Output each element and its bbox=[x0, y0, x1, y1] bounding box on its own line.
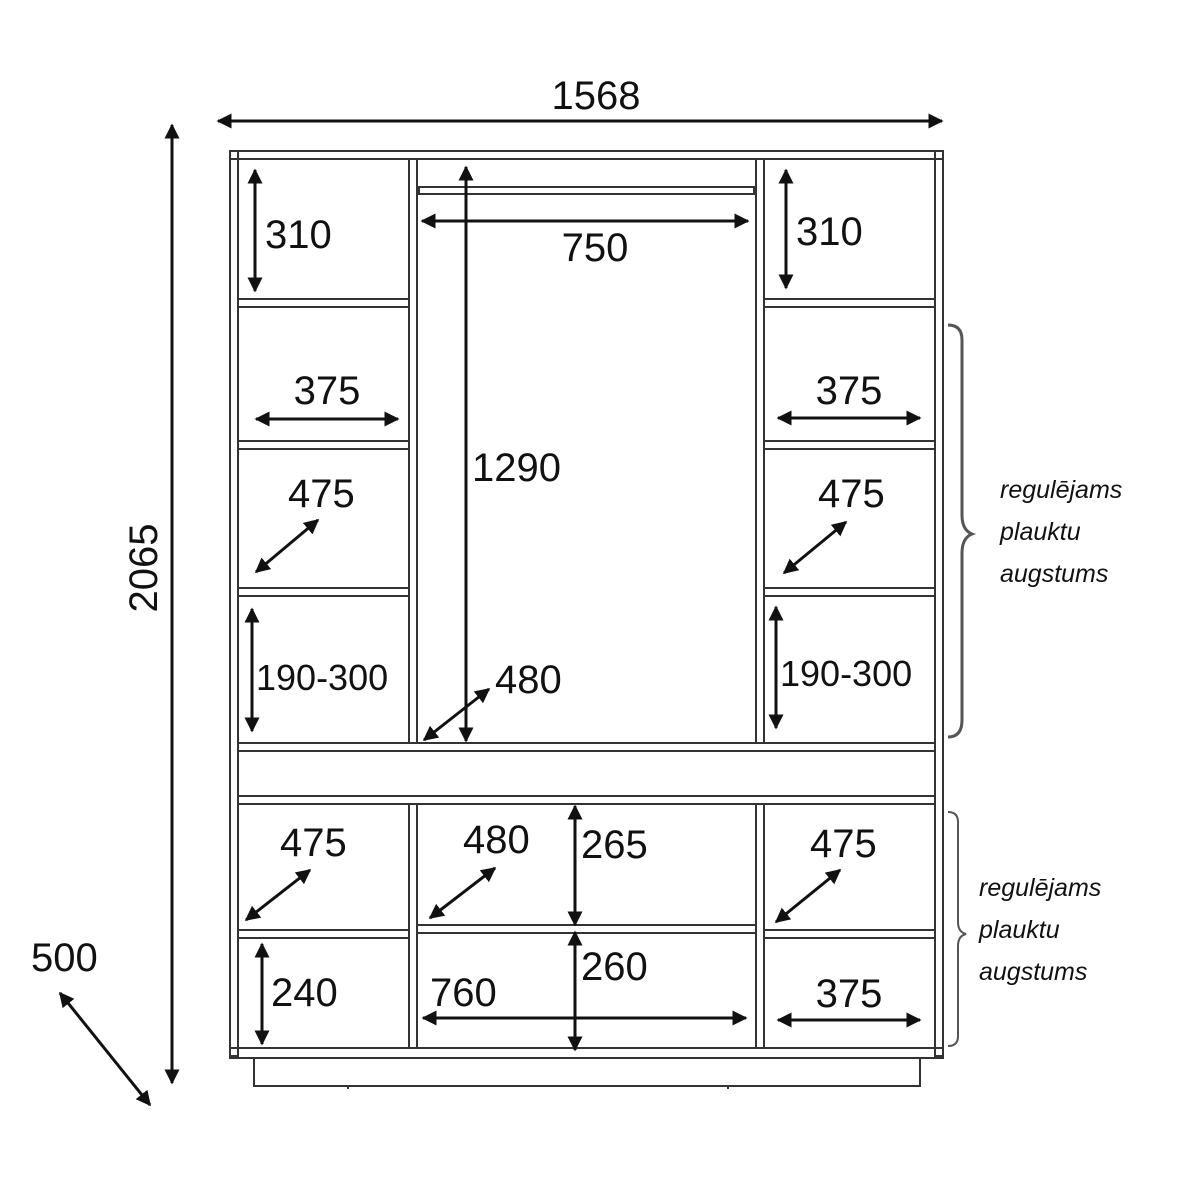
right-shelf-width-label: 375 bbox=[816, 369, 883, 413]
overall-width-label: 1568 bbox=[552, 74, 641, 118]
lower-note-line-2: plauktu bbox=[978, 916, 1060, 944]
hanging-height-label: 1290 bbox=[472, 446, 561, 490]
right-shelf-depth-label: 475 bbox=[818, 472, 885, 516]
plinth bbox=[253, 1057, 921, 1087]
bottom-right-width-label: 375 bbox=[816, 972, 883, 1016]
lower-left-depth-arrow bbox=[244, 868, 312, 922]
lower-bracket bbox=[947, 811, 967, 1047]
hanging-depth-label: 480 bbox=[495, 658, 562, 702]
right-shelf-1 bbox=[763, 298, 936, 308]
overall-height-label: 2065 bbox=[122, 524, 166, 613]
bottom-panel bbox=[229, 1047, 944, 1059]
left-side-panel bbox=[229, 150, 239, 1057]
lower-center-shelf bbox=[416, 924, 757, 934]
lower-note-line-3: augstums bbox=[979, 958, 1087, 986]
lower-left-partition bbox=[408, 803, 418, 1049]
upper-note-line-1: regulējams bbox=[1000, 476, 1122, 504]
middle-divider-bottom bbox=[237, 795, 936, 805]
depth-arrow bbox=[58, 991, 152, 1107]
right-shelf-2 bbox=[763, 440, 936, 450]
upper-bracket bbox=[947, 323, 977, 739]
lower-right-depth-label: 475 bbox=[810, 822, 877, 866]
right-adjustable-label: 190-300 bbox=[780, 653, 912, 694]
right-side-panel bbox=[934, 150, 944, 1057]
left-adjustable-label: 190-300 bbox=[256, 657, 388, 698]
lower-right-depth-arrow bbox=[774, 868, 842, 924]
left-shelf-3 bbox=[237, 587, 410, 597]
lower-note-line-1: regulējams bbox=[979, 874, 1101, 902]
lower-center-depth-label: 480 bbox=[463, 818, 530, 862]
lower-left-shelf bbox=[237, 929, 410, 939]
dimension-arrows bbox=[58, 113, 944, 1107]
left-shelf-depth-label: 475 bbox=[288, 472, 355, 516]
lower-right-shelf bbox=[763, 929, 936, 939]
top-right-height-label: 310 bbox=[796, 210, 863, 254]
left-shelf-1 bbox=[237, 298, 410, 308]
depth-label: 500 bbox=[31, 936, 98, 980]
right-shelf-depth-arrow bbox=[782, 520, 848, 575]
left-shelf-width-label: 375 bbox=[294, 369, 361, 413]
upper-note-line-2: plauktu bbox=[999, 518, 1081, 546]
left-shelf-2 bbox=[237, 440, 410, 450]
lower-center-depth-arrow bbox=[428, 866, 497, 920]
lower-center-height-label: 265 bbox=[581, 823, 648, 867]
left-shelf-depth-arrow bbox=[254, 518, 320, 574]
bottom-center-height-label: 260 bbox=[581, 945, 648, 989]
lower-right-partition bbox=[755, 803, 765, 1049]
hanging-depth-arrow bbox=[422, 687, 491, 742]
upper-right-partition bbox=[755, 158, 765, 744]
wardrobe-body bbox=[229, 150, 944, 1089]
side-notes: regulējams plauktu augstums regulējams p… bbox=[978, 476, 1122, 986]
top-left-height-label: 310 bbox=[265, 213, 332, 257]
right-shelf-3 bbox=[763, 587, 936, 597]
dimension-labels: 1568 2065 500 310 310 750 1290 480 375 3… bbox=[31, 74, 912, 1016]
top-panel bbox=[229, 150, 944, 160]
bottom-left-height-label: 240 bbox=[271, 971, 338, 1015]
upper-note-line-3: augstums bbox=[1000, 560, 1108, 588]
upper-left-partition bbox=[408, 158, 418, 744]
middle-divider-top bbox=[237, 742, 936, 752]
hanging-rail bbox=[418, 186, 755, 195]
bottom-center-width-label: 760 bbox=[430, 971, 497, 1015]
lower-left-depth-label: 475 bbox=[280, 821, 347, 865]
rail-width-label: 750 bbox=[562, 226, 629, 270]
brackets bbox=[947, 323, 977, 1047]
